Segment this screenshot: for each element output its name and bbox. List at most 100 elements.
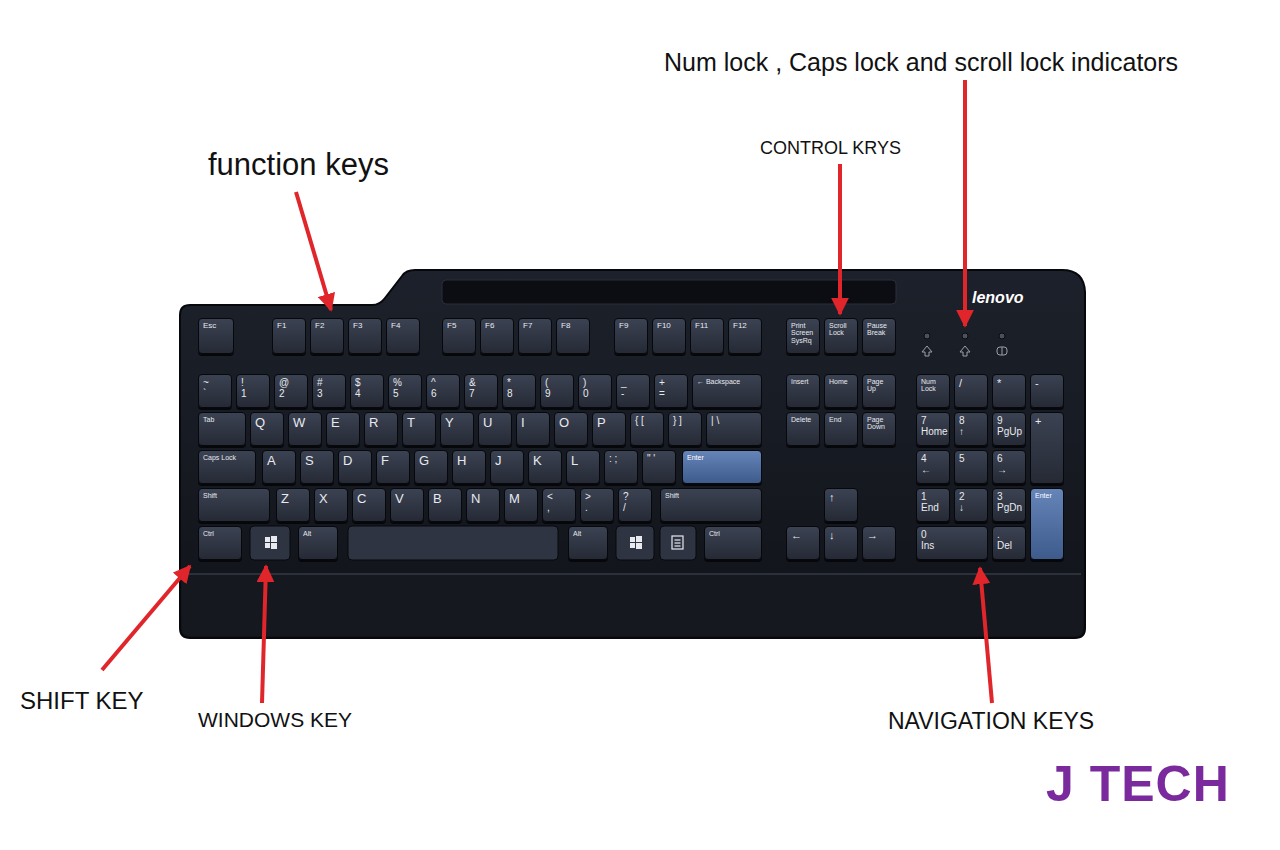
keycap: W xyxy=(288,412,322,446)
keycap: Alt xyxy=(298,526,338,560)
keycap: X xyxy=(314,488,348,522)
keycap: ! 1 xyxy=(236,374,270,408)
keycap: 9 PgUp xyxy=(992,412,1026,446)
key-legend: F xyxy=(381,454,405,468)
keycap: Page Down xyxy=(862,412,896,446)
keycap: Scroll Lock xyxy=(824,318,858,354)
keycap: ↑ xyxy=(824,488,858,522)
keycap: Home xyxy=(824,374,858,408)
key-legend: > . xyxy=(585,492,596,513)
key-legend: $ 4 xyxy=(355,378,366,399)
key-legend: K xyxy=(533,454,557,468)
key-legend: M xyxy=(509,492,533,506)
key-legend: Y xyxy=(445,416,469,430)
keycap: 8 ↑ xyxy=(954,412,988,446)
keycap: + xyxy=(1030,412,1064,484)
brand-logo: lenovo xyxy=(972,289,1024,307)
key-legend: End xyxy=(829,416,853,423)
key-legend: 9 PgUp xyxy=(997,416,1008,437)
key-legend: F4 xyxy=(391,322,415,330)
key-legend: * xyxy=(997,378,1021,390)
key-legend: D xyxy=(343,454,367,468)
keycap: 1 End xyxy=(916,488,950,522)
key-legend: " ' xyxy=(647,454,658,465)
key-legend: R xyxy=(369,416,393,430)
leader-arrows xyxy=(102,80,992,703)
key-legend: Page Down xyxy=(867,416,875,431)
keycap: Ctrl xyxy=(704,526,762,560)
keycap: ) 0 xyxy=(578,374,612,408)
keycap: 6 → xyxy=(992,450,1026,484)
keycap: : ; xyxy=(604,450,638,484)
key-legend: F10 xyxy=(657,322,681,330)
key-legend: : ; xyxy=(609,454,620,465)
key-legend: W xyxy=(293,416,317,430)
keycap: ~ ` xyxy=(198,374,232,408)
keycap: F xyxy=(376,450,410,484)
keycap: U xyxy=(478,412,512,446)
key-legend: # 3 xyxy=(317,378,328,399)
plain-keys xyxy=(250,526,696,560)
key-legend: ← xyxy=(791,530,815,542)
callout-label: Num lock , Caps lock and scroll lock ind… xyxy=(664,48,1178,77)
keycap: Print Screen SysRq xyxy=(786,318,820,354)
key-legend: Insert xyxy=(791,378,815,385)
keycap: A xyxy=(262,450,296,484)
key-legend: ! 1 xyxy=(241,378,252,399)
keycap: * xyxy=(992,374,1026,408)
keycap: F9 xyxy=(614,318,648,354)
keycap: E xyxy=(326,412,360,446)
keycap: Q xyxy=(250,412,284,446)
key-legend: F5 xyxy=(447,322,471,330)
key-legend: C xyxy=(357,492,381,506)
key-legend: 0 Ins xyxy=(921,530,932,551)
key-legend: S xyxy=(305,454,329,468)
keycap: / xyxy=(954,374,988,408)
keycap: 0 Ins xyxy=(916,526,988,560)
keycap: K xyxy=(528,450,562,484)
key-legend: Caps Lock xyxy=(203,454,251,461)
keycap: Enter xyxy=(1030,488,1064,560)
key-legend: ? / xyxy=(623,492,634,513)
key-legend: T xyxy=(407,416,431,430)
key-legend: 8 ↑ xyxy=(959,416,970,437)
keycap: Tab xyxy=(198,412,246,446)
keycap: O xyxy=(554,412,588,446)
key-legend: J xyxy=(495,454,519,468)
key-legend: F6 xyxy=(485,322,509,330)
key-legend: & 7 xyxy=(469,378,480,399)
key-legend: 7 Home xyxy=(921,416,932,437)
key-legend: + xyxy=(1035,416,1059,428)
keycap: 3 PgDn xyxy=(992,488,1026,522)
key-legend: ^ 6 xyxy=(431,378,442,399)
key-legend: 5 xyxy=(959,454,970,465)
key-legend: F3 xyxy=(353,322,377,330)
key-legend: ( 9 xyxy=(545,378,556,399)
key-legend: @ 2 xyxy=(279,378,290,399)
key-legend: U xyxy=(483,416,507,430)
keycap: → xyxy=(862,526,896,560)
key-legend: Pause Break xyxy=(867,322,875,337)
keycap: Y xyxy=(440,412,474,446)
keycap: . Del xyxy=(992,526,1026,560)
keycap: C xyxy=(352,488,386,522)
keycap: ^ 6 xyxy=(426,374,460,408)
keycap: I xyxy=(516,412,550,446)
watermark: J TECH xyxy=(1046,756,1230,814)
key-legend: . Del xyxy=(997,530,1008,551)
key-legend: Page Up xyxy=(867,378,875,393)
key-legend: Z xyxy=(281,492,305,506)
keycap: 4 ← xyxy=(916,450,950,484)
key-legend: % 5 xyxy=(393,378,404,399)
key-legend: Delete xyxy=(791,416,815,423)
key-legend: Shift xyxy=(203,492,265,499)
keycap: Shift xyxy=(660,488,762,522)
key-legend: | \ xyxy=(711,416,722,427)
key-legend: < , xyxy=(547,492,558,513)
key-legend: / xyxy=(959,378,983,390)
key-legend: ~ ` xyxy=(203,378,214,399)
key-legend: F7 xyxy=(523,322,547,330)
key-legend: F12 xyxy=(733,322,757,330)
key-legend: Ctrl xyxy=(203,530,237,537)
key-legend: - xyxy=(1035,378,1059,390)
